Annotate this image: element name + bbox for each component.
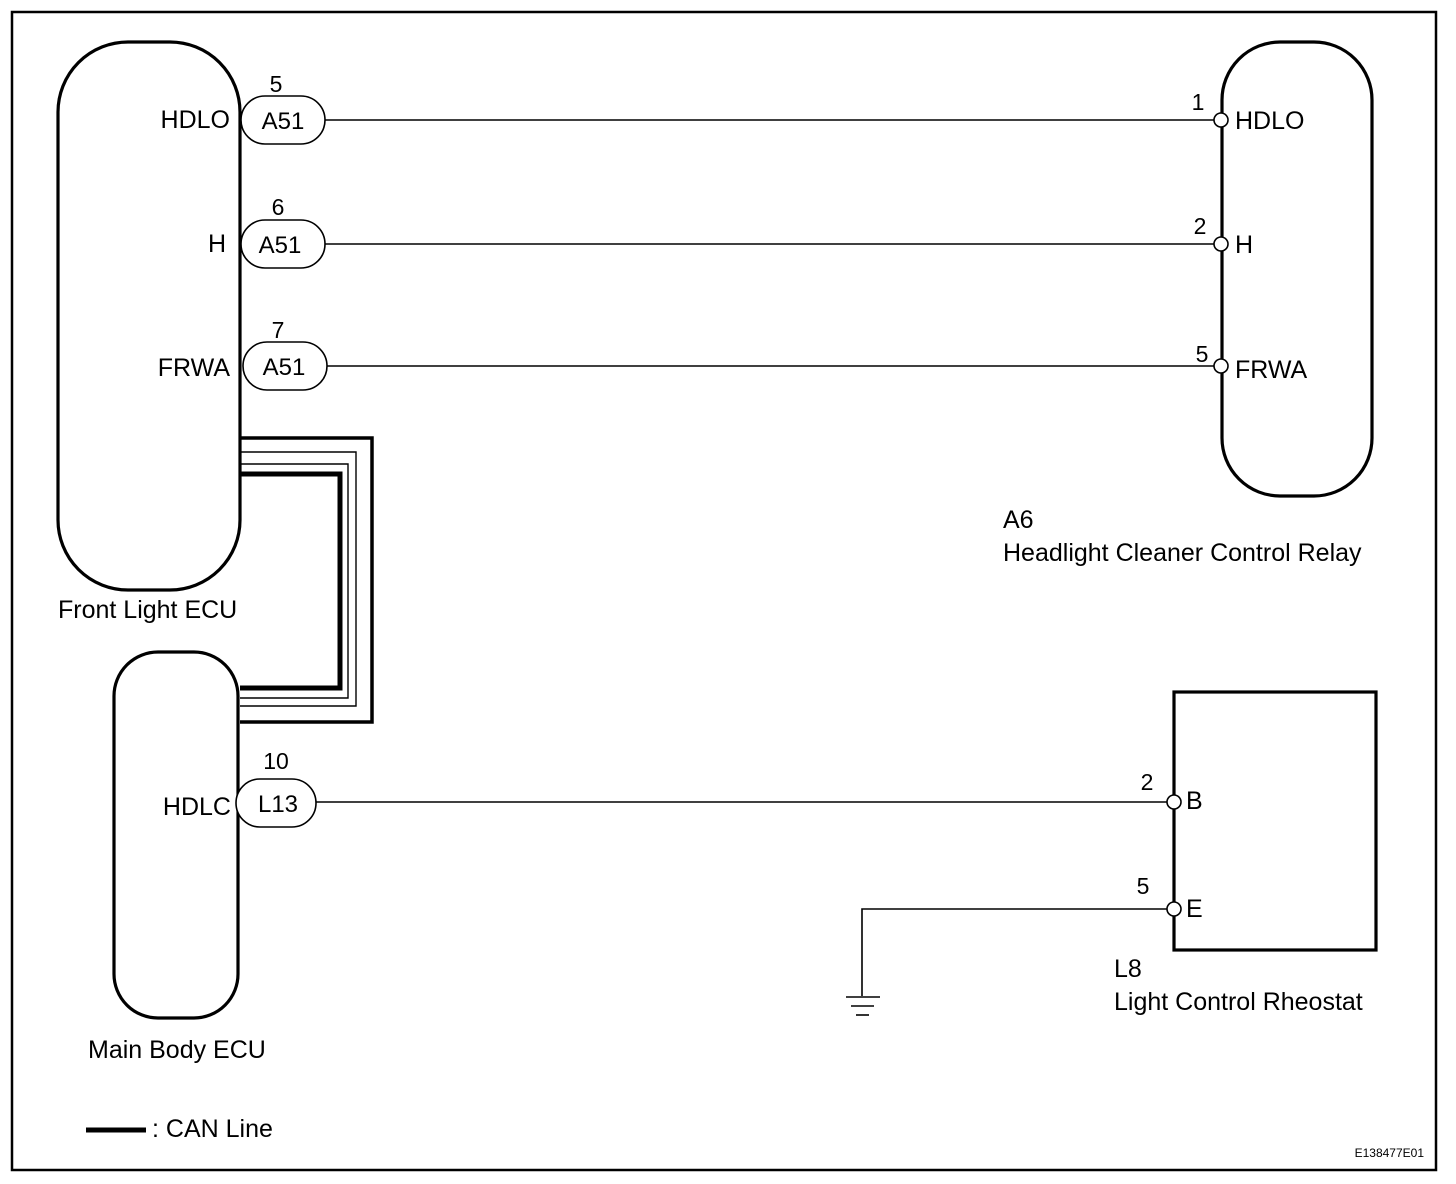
ground-icon bbox=[846, 996, 880, 1016]
rheostat-code: L8 bbox=[1114, 955, 1142, 983]
ecu-pin-label-hdlc: HDLC bbox=[163, 793, 231, 821]
rheostat-pin-number-5: 5 bbox=[1137, 873, 1150, 899]
connector-a51-label-2: A51 bbox=[259, 232, 302, 259]
relay-pin-number-5: 5 bbox=[1196, 341, 1209, 367]
main-body-ecu-box bbox=[112, 650, 240, 1020]
figure-code: E138477E01 bbox=[1355, 1146, 1425, 1160]
ecu-pin-label-h: H bbox=[208, 230, 226, 258]
connector-a51-label-1: A51 bbox=[262, 108, 305, 135]
relay-pin-number-2: 2 bbox=[1194, 213, 1207, 239]
relay-terminal-2 bbox=[1213, 236, 1229, 252]
rheostat-pin-label-e: E bbox=[1186, 895, 1203, 923]
relay-pin-label-frwa: FRWA bbox=[1235, 356, 1308, 384]
connector-pin-number-10: 10 bbox=[263, 748, 289, 774]
connector-a51-pin5 bbox=[240, 95, 326, 145]
front-light-ecu-box bbox=[56, 40, 242, 592]
relay-terminal-5 bbox=[1213, 358, 1229, 374]
rheostat-terminal-2 bbox=[1166, 794, 1182, 810]
main-body-ecu-name: Main Body ECU bbox=[88, 1036, 266, 1064]
connector-l13-label: L13 bbox=[258, 791, 298, 818]
relay-pin-label-h: H bbox=[1235, 231, 1253, 259]
wire-ground bbox=[861, 908, 1167, 996]
rheostat-terminal-5 bbox=[1166, 901, 1182, 917]
relay-terminal-1 bbox=[1213, 112, 1229, 128]
rheostat-pin-number-2: 2 bbox=[1141, 769, 1154, 795]
connector-a51-pin6 bbox=[240, 219, 326, 269]
front-light-ecu-name: Front Light ECU bbox=[58, 596, 237, 624]
ecu-pin-label-frwa: FRWA bbox=[158, 354, 231, 382]
connector-pin-number-5: 5 bbox=[270, 71, 283, 97]
rheostat-name: Light Control Rheostat bbox=[1114, 988, 1363, 1016]
connector-pin-number-7: 7 bbox=[272, 317, 285, 343]
connector-pin-number-6: 6 bbox=[272, 194, 285, 220]
relay-pin-label-hdlo: HDLO bbox=[1235, 107, 1304, 135]
wires bbox=[316, 119, 1214, 996]
diagram-frame bbox=[10, 10, 1438, 1172]
headlight-cleaner-relay-box bbox=[1220, 40, 1374, 498]
can-bus bbox=[240, 436, 374, 724]
can-line-legend-label: : CAN Line bbox=[152, 1115, 273, 1143]
relay-name: Headlight Cleaner Control Relay bbox=[1003, 539, 1362, 567]
ecu-pin-label-hdlo: HDLO bbox=[161, 106, 230, 134]
relay-code: A6 bbox=[1003, 506, 1034, 534]
light-control-rheostat-box bbox=[1172, 690, 1378, 952]
rheostat-pin-label-b: B bbox=[1186, 787, 1203, 815]
connector-a51-label-3: A51 bbox=[263, 354, 306, 381]
relay-pin-number-1: 1 bbox=[1192, 89, 1205, 115]
connector-l13-pin10 bbox=[235, 778, 317, 828]
connector-a51-pin7 bbox=[242, 341, 328, 391]
